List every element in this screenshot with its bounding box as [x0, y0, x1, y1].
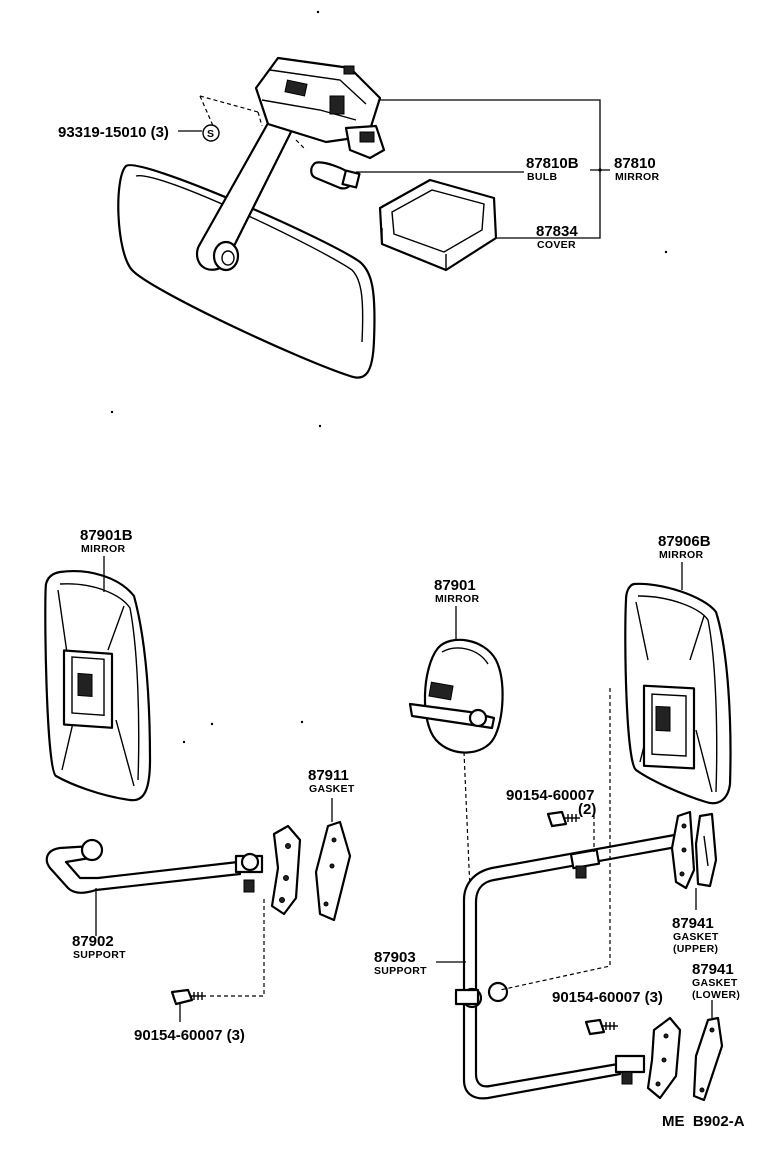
- outer-mirror-left-group: 87901B MIRROR: [44, 527, 152, 802]
- part-name-gasket-lower: GASKET: [692, 977, 738, 989]
- part-name-bulb: BULB: [527, 171, 557, 183]
- part-no-87906b: 87906B: [658, 533, 711, 550]
- part-no-87810: 87810: [614, 155, 656, 172]
- part-no-87941-upper: 87941: [672, 915, 714, 932]
- gasket-upper-position: (UPPER): [673, 943, 718, 955]
- part-name-cover: COVER: [537, 239, 576, 251]
- gasket-lower-position: (LOWER): [692, 989, 740, 1001]
- screw-upper-icon: [546, 810, 580, 828]
- part-no-87911: 87911: [308, 767, 349, 784]
- part-no-93319-15010: 93319-15010 (3): [58, 124, 169, 141]
- part-no-87902: 87902: [72, 933, 114, 950]
- support-87902-arm: [45, 844, 242, 894]
- clip-symbol-text: S: [207, 128, 214, 140]
- part-no-87834: 87834: [536, 223, 578, 240]
- part-no-87941-lower: 87941: [692, 961, 734, 978]
- part-no-90154-60007-upper: 90154-60007: [506, 787, 594, 804]
- mirror-base-housing: [254, 56, 382, 144]
- inside-rear-view-mirror-group: S 93319-15010 (3) 87810B BULB 87810 MIRR…: [58, 56, 659, 379]
- gasket-87911: [314, 820, 352, 922]
- part-no-87903: 87903: [374, 949, 416, 966]
- part-name-support-87902: SUPPORT: [73, 949, 126, 961]
- screw-upper-qty: (2): [578, 801, 596, 818]
- part-no-87901: 87901: [434, 577, 476, 594]
- outer-mirror-right-group: 87906B MIRROR: [624, 533, 732, 805]
- round-mirror-group: 87901 MIRROR: [408, 577, 504, 891]
- part-name-mirror-87810: MIRROR: [615, 171, 659, 183]
- part-name-mirror-87901: MIRROR: [435, 593, 479, 605]
- diagram-code: ME B902-A: [662, 1113, 745, 1130]
- part-no-90154-60007-right: 90154-60007 (3): [552, 989, 663, 1006]
- screw-left-icon: [170, 988, 206, 1006]
- support-87902-group: 87911 GASKET 87902 SUPPORT 90154-60007 (…: [45, 767, 355, 1044]
- part-name-gasket-87911: GASKET: [309, 783, 355, 795]
- part-no-87810b: 87810B: [526, 155, 579, 172]
- support-87903-group: 90154-60007 (2) 87903 SUPPORT 87941 GASK…: [374, 688, 740, 1102]
- cover-part: [378, 178, 498, 272]
- screw-lower-right-icon: [584, 1018, 618, 1036]
- part-name-gasket-upper: GASKET: [673, 931, 719, 943]
- part-name-mirror-87901b: MIRROR: [81, 543, 125, 555]
- part-no-87901b: 87901B: [80, 527, 133, 544]
- clip-symbol-icon: [202, 124, 220, 142]
- part-name-support-87903: SUPPORT: [374, 965, 427, 977]
- part-name-mirror-87906b: MIRROR: [659, 549, 703, 561]
- support-87903-frame: [462, 832, 684, 1100]
- inside-mirror-body: [117, 164, 376, 379]
- part-no-90154-60007-left: 90154-60007 (3): [134, 1027, 245, 1044]
- bulb-part: [310, 161, 361, 190]
- gasket-87941-lower: [692, 1016, 724, 1102]
